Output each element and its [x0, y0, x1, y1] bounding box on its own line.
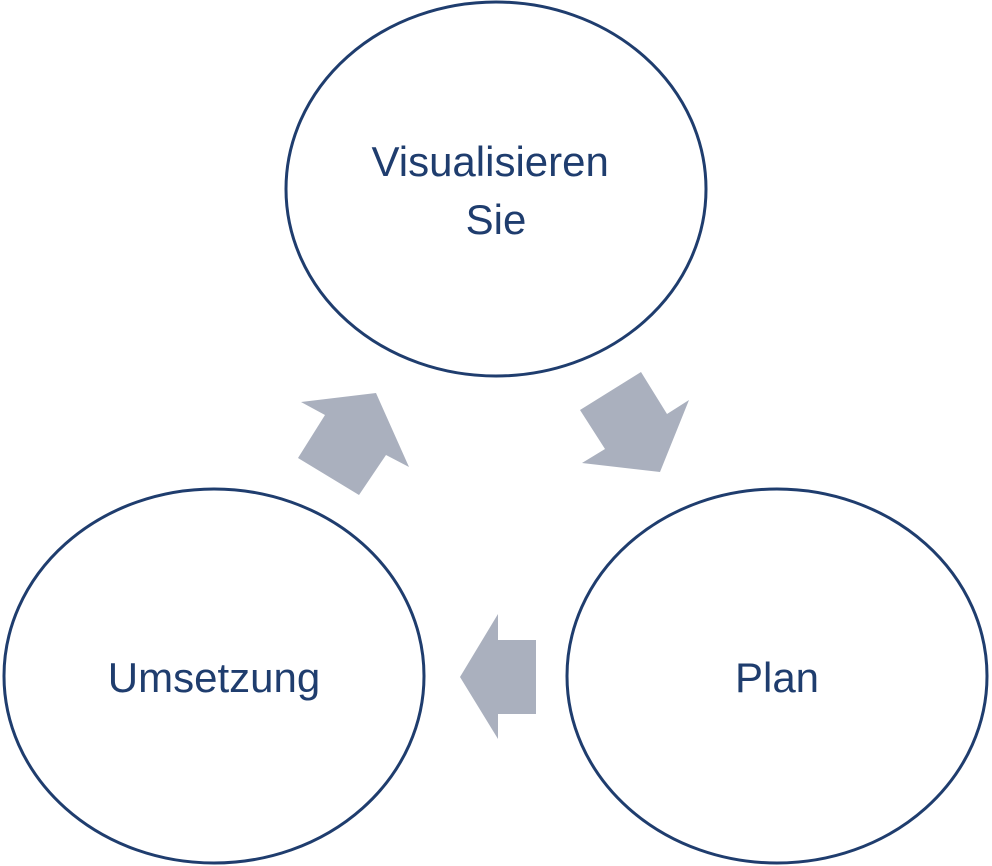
node-visualisieren-label-line2: Sie: [466, 196, 527, 243]
arrow-plan-to-umsetzung-icon: [460, 614, 536, 739]
node-plan-circle: [565, 487, 989, 865]
node-plan-label: Plan: [735, 654, 819, 701]
node-umsetzung-label: Umsetzung: [108, 654, 320, 701]
node-visualisieren-circle: [284, 0, 708, 378]
arrow-visualisieren-to-plan-icon: [580, 372, 689, 472]
node-visualisieren: Visualisieren Sie: [284, 0, 708, 378]
node-visualisieren-label-line1: Visualisieren: [371, 138, 608, 185]
arrow-umsetzung-to-visualisieren-icon: [298, 393, 409, 495]
node-umsetzung-circle: [2, 487, 426, 865]
node-umsetzung: Umsetzung: [2, 487, 426, 865]
node-plan: Plan: [565, 487, 989, 865]
node-visualisieren-label: Visualisieren Sie: [371, 138, 620, 243]
